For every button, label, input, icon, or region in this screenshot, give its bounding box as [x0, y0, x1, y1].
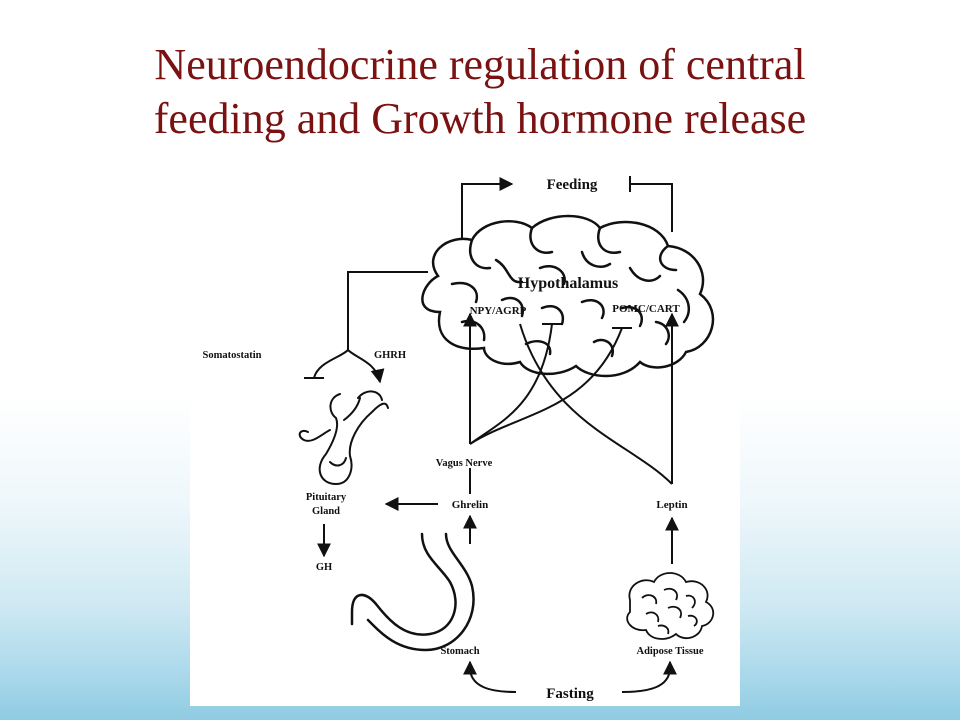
label-leptin: Leptin [656, 499, 687, 511]
label-pituitary-line1: Pituitary [306, 492, 347, 503]
adipose-illustration [626, 572, 715, 640]
label-stomach: Stomach [440, 646, 479, 657]
label-pituitary-line2: Gland [312, 506, 340, 517]
label-ghrelin: Ghrelin [452, 499, 488, 511]
label-adipose-tissue: Adipose Tissue [636, 646, 703, 657]
label-pomc-cart: POMC/CART [612, 303, 680, 315]
label-vagus-nerve: Vagus Nerve [436, 458, 493, 469]
brain-illustration [421, 214, 715, 378]
label-ghrh: GHRH [374, 350, 406, 361]
stomach-illustration [350, 532, 475, 652]
label-hypothalamus: Hypothalamus [518, 275, 618, 292]
diagram-connectors [304, 176, 679, 693]
label-fasting: Fasting [546, 686, 594, 702]
neuroendocrine-diagram: Feeding Hypothalamus NPY/AGRP POMC/CART … [203, 176, 715, 702]
label-gh: GH [316, 562, 332, 573]
slide-title: Neuroendocrine regulation of central fee… [0, 38, 960, 146]
title-line-2: feeding and Growth hormone release [153, 94, 807, 143]
label-somatostatin: Somatostatin [203, 350, 262, 361]
title-line-1: Neuroendocrine regulation of central [154, 40, 806, 89]
label-feeding: Feeding [547, 177, 598, 193]
pituitary-illustration [298, 390, 389, 486]
diagram-figure: Feeding Hypothalamus NPY/AGRP POMC/CART … [190, 172, 740, 706]
label-npy-agrp: NPY/AGRP [470, 305, 527, 317]
